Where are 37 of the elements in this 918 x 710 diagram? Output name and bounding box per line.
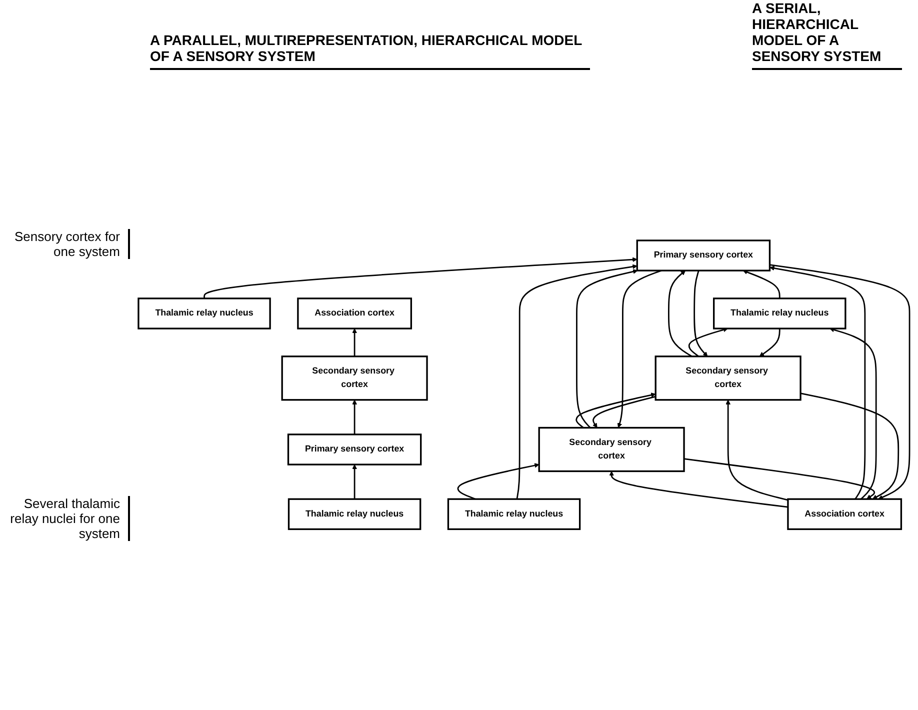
arrow xyxy=(204,257,638,299)
node-box: Association cortex xyxy=(787,498,902,530)
arrow xyxy=(742,270,780,299)
arrow xyxy=(576,392,656,428)
node-box: Secondary sensory cortex xyxy=(538,427,685,472)
arrow xyxy=(457,463,540,500)
arrow xyxy=(668,270,692,358)
arrow xyxy=(770,264,910,500)
node-box: Thalamic relay nucleus xyxy=(138,298,271,330)
node-box: Thalamic relay nucleus xyxy=(288,498,422,530)
arrow xyxy=(609,471,788,508)
heading: A PARALLEL, MULTIREPRESENTATION, HIERARCHICAL MODEL OF A SENSORY SYSTEM xyxy=(150,32,590,70)
arrow xyxy=(516,264,638,500)
arrow xyxy=(352,328,357,357)
arrow xyxy=(688,328,728,358)
node-box: Primary sensory cortex xyxy=(636,240,771,272)
arrow xyxy=(592,396,656,428)
node-box: Thalamic relay nucleus xyxy=(713,298,846,330)
arrow xyxy=(759,328,780,357)
arrow xyxy=(800,392,900,500)
arrow xyxy=(770,266,866,500)
node-box: Association cortex xyxy=(297,298,412,330)
bracket-label: Several thalamic relay nuclei for one system xyxy=(0,496,130,542)
arrow xyxy=(830,328,877,500)
arrow xyxy=(352,464,357,500)
node-box: Secondary sensory cortex xyxy=(281,356,428,401)
arrow xyxy=(684,458,875,500)
arrow xyxy=(576,269,638,428)
node-box: Secondary sensory cortex xyxy=(654,356,802,401)
arrow xyxy=(694,270,708,357)
node-box: Thalamic relay nucleus xyxy=(447,498,581,530)
arrow xyxy=(617,270,662,428)
arrow xyxy=(726,400,788,501)
bracket-label: Sensory cortex for one system xyxy=(0,228,130,259)
node-box: Primary sensory cortex xyxy=(287,434,422,466)
heading: A SERIAL, HIERARCHICAL MODEL OF A SENSORY SYSTEM xyxy=(752,0,902,70)
arrow xyxy=(352,400,357,435)
